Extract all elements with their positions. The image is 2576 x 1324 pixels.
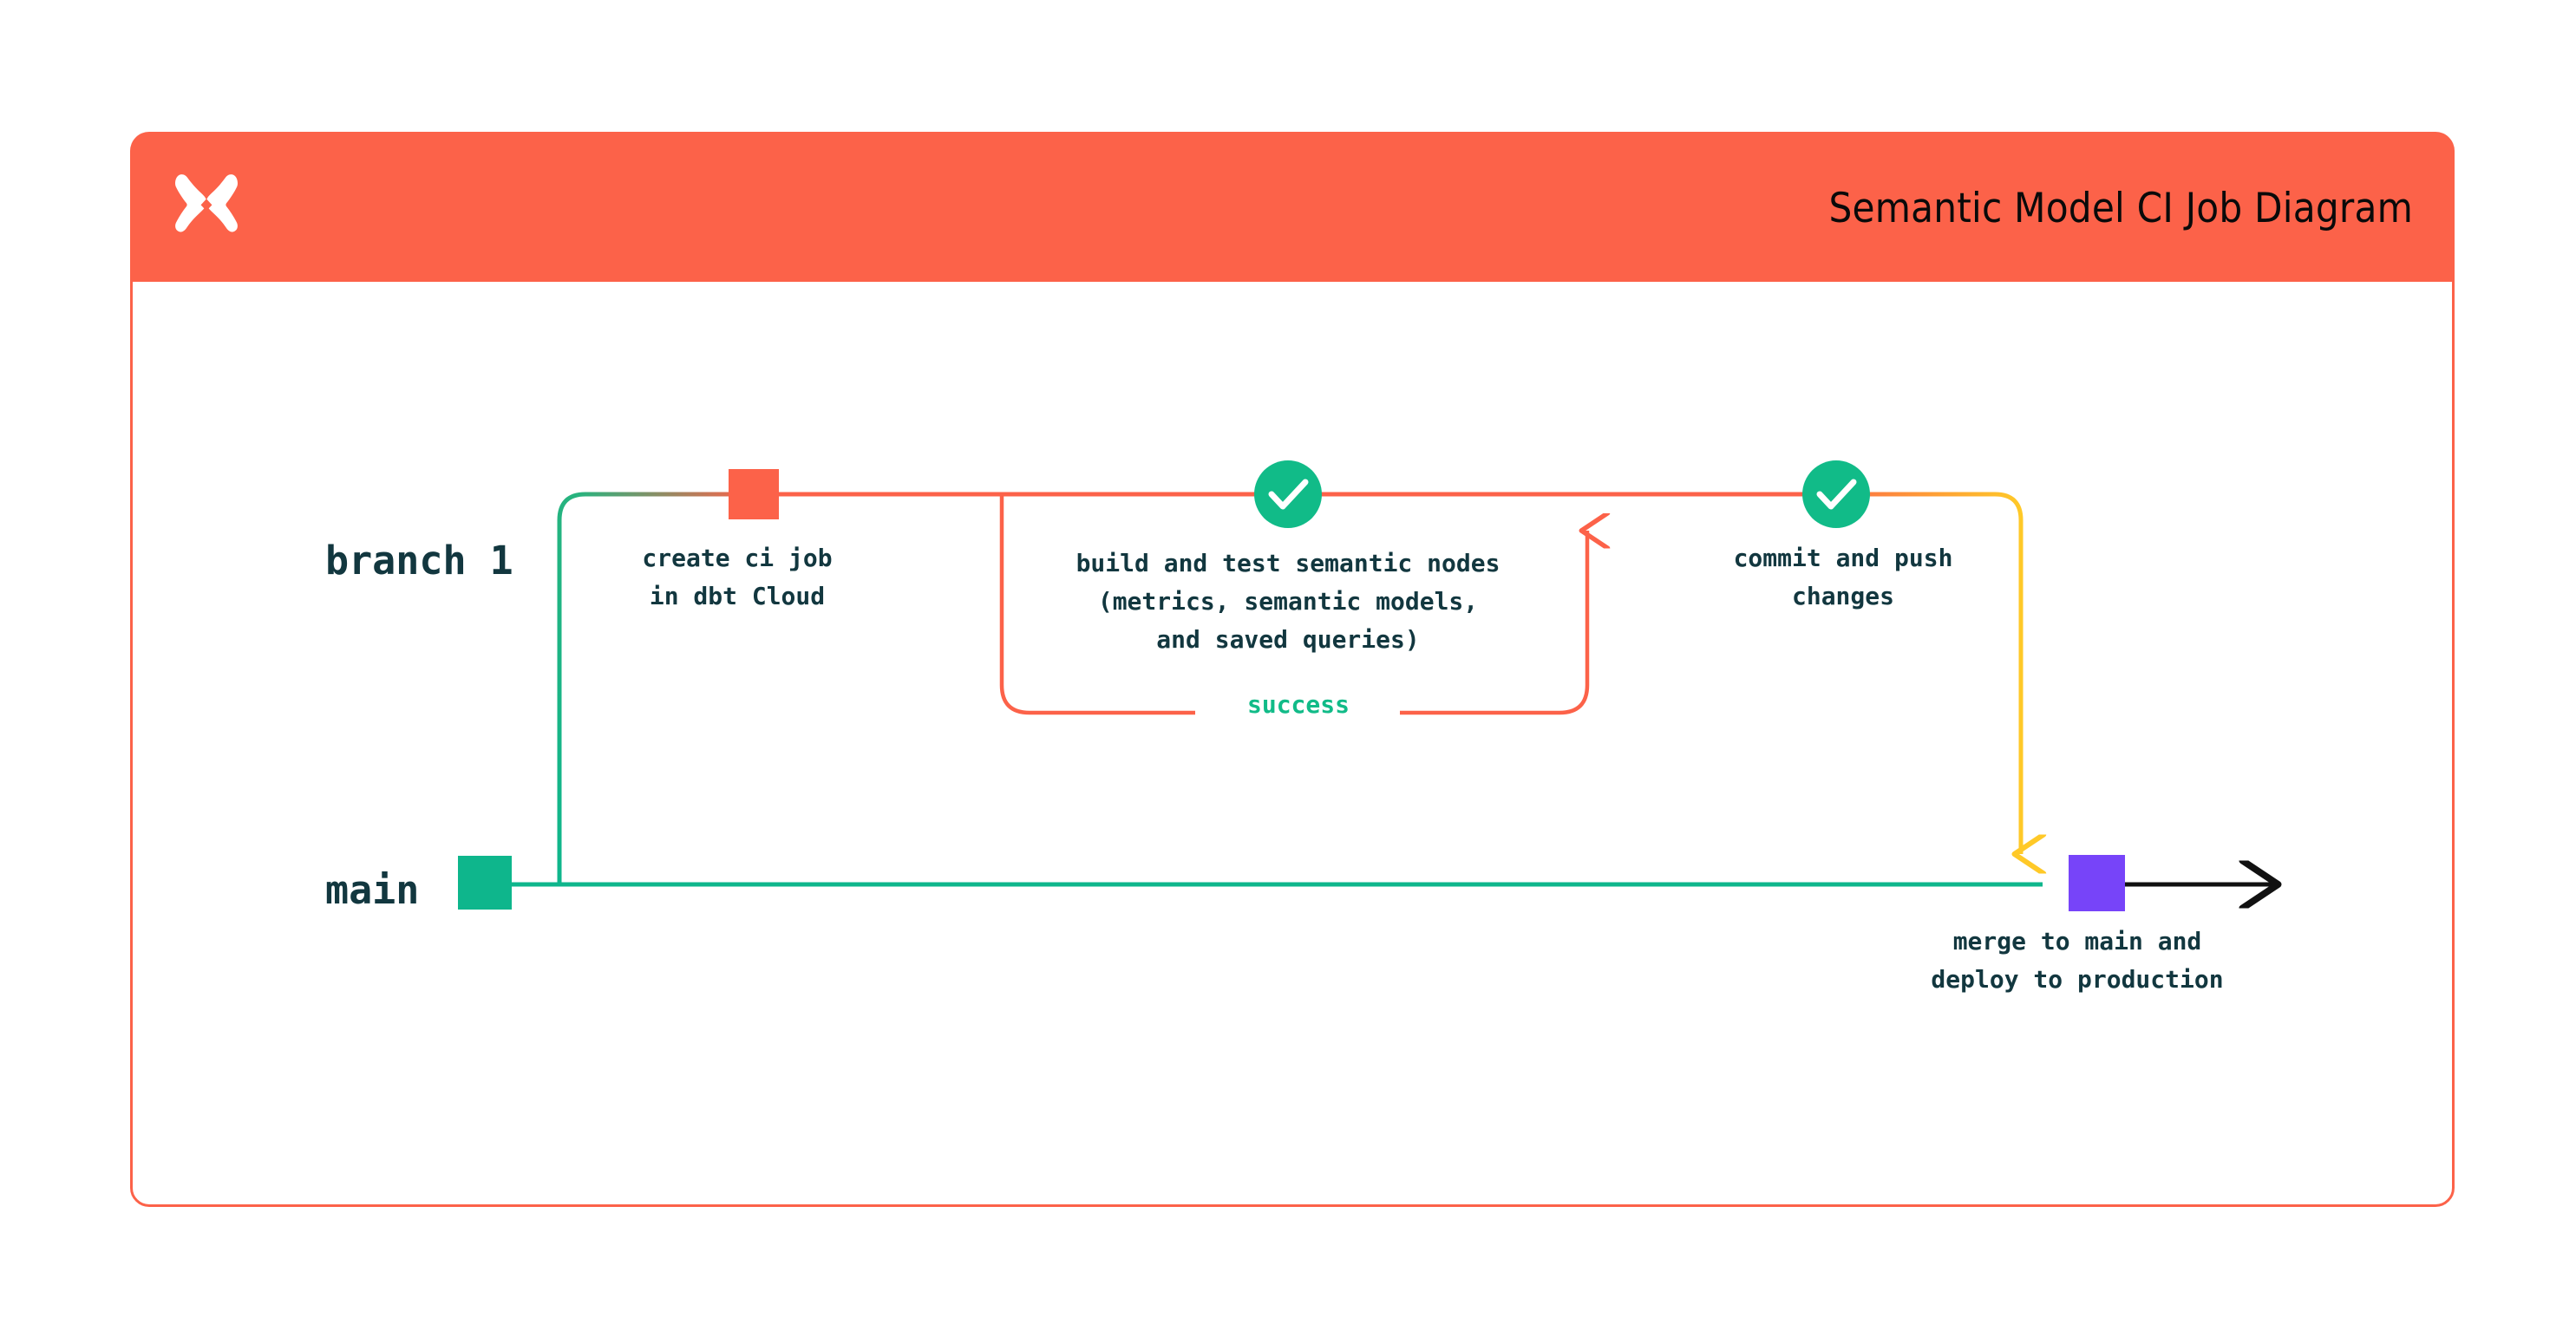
lane-label-main: main [325, 867, 420, 913]
diagram-card: Semantic Model CI Job Diagram [130, 132, 2455, 1207]
node-caption-create-ci-job: create ci job in dbt Cloud [642, 544, 833, 610]
node-caption-merge-to-main: merge to main and deploy to production [1931, 927, 2224, 994]
lane-label-branch-1: branch 1 [325, 538, 513, 584]
page-title: Semantic Model CI Job Diagram [1828, 185, 2413, 232]
card-header: Semantic Model CI Job Diagram [130, 132, 2455, 286]
node-caption-commit-and-push: commit and push changes [1733, 544, 1953, 610]
card-body [130, 279, 2455, 1207]
dbt-logo-icon [167, 168, 246, 248]
edge-label-success: success [1197, 688, 1400, 721]
node-caption-build-and-test: build and test semantic nodes (metrics, … [1076, 549, 1500, 654]
